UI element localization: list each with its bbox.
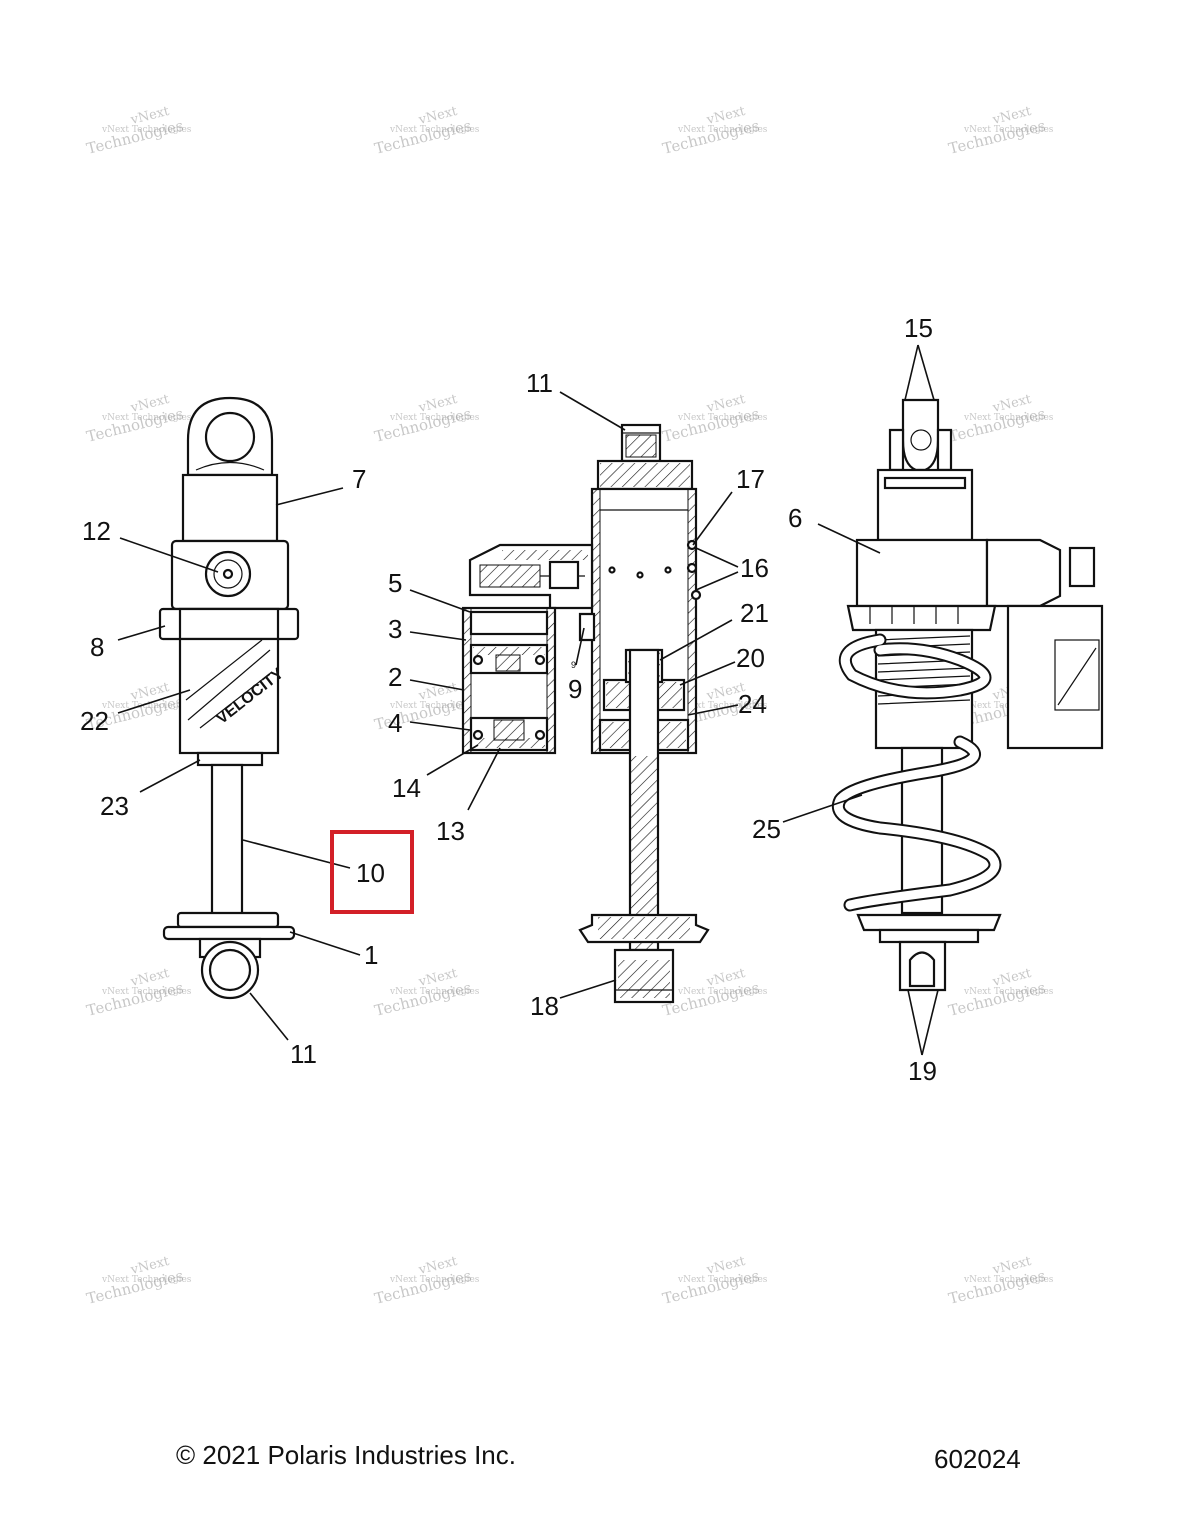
callout-12[interactable]: 12 — [82, 516, 111, 546]
callout-11-top[interactable]: 11 — [526, 368, 553, 398]
callout-6[interactable]: 6 — [788, 503, 802, 533]
callout-13[interactable]: 13 — [436, 816, 465, 846]
copyright-text: © 2021 Polaris Industries Inc. — [176, 1440, 516, 1470]
highlight-box-callout-10 — [330, 830, 414, 914]
callout-3[interactable]: 3 — [388, 614, 402, 644]
callout-8[interactable]: 8 — [90, 632, 104, 662]
callout-23[interactable]: 23 — [100, 791, 129, 821]
callout-19[interactable]: 19 — [908, 1056, 937, 1086]
callout-9[interactable]: 9 — [568, 674, 582, 704]
callout-10[interactable]: 10 — [356, 858, 385, 888]
callout-11-bottom[interactable]: 11 — [290, 1039, 317, 1069]
callout-5[interactable]: 5 — [388, 568, 402, 598]
callout-24[interactable]: 24 — [738, 689, 767, 719]
callout-18[interactable]: 18 — [530, 991, 559, 1021]
callout-1[interactable]: 1 — [364, 940, 378, 970]
callout-20[interactable]: 20 — [736, 643, 765, 673]
left-shock-assembly: VELOCITY — [158, 396, 300, 1000]
callout-22[interactable]: 22 — [80, 706, 109, 736]
callout-14[interactable]: 14 — [392, 773, 421, 803]
callout-numbers: 7 12 8 22 23 10 1 11 11 5 3 2 4 14 13 9 … — [80, 313, 937, 1086]
middle-shock-cross-section — [461, 423, 710, 1004]
callout-2[interactable]: 2 — [388, 662, 402, 692]
callout-7[interactable]: 7 — [352, 464, 366, 494]
figure-number: 602024 — [934, 1444, 1021, 1474]
right-shock-with-spring — [832, 398, 1104, 992]
leader-lines — [117, 344, 939, 1056]
callout-4[interactable]: 4 — [388, 708, 402, 738]
callout-25[interactable]: 25 — [752, 814, 781, 844]
callout-17[interactable]: 17 — [736, 464, 765, 494]
callout-9-small: 9 — [571, 660, 576, 670]
callout-16[interactable]: 16 — [740, 553, 769, 583]
callout-21[interactable]: 21 — [740, 598, 769, 628]
callout-15[interactable]: 15 — [904, 313, 933, 343]
